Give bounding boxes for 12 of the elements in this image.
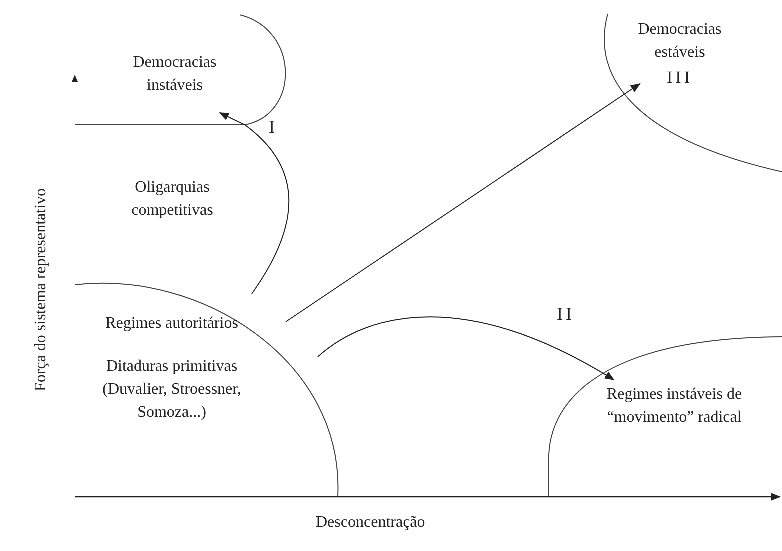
x-axis-title: Desconcentração <box>316 513 426 533</box>
region-name: Regimes instáveis de “movimento” radical <box>606 385 744 428</box>
region-name: Regimes autoritários <box>106 314 238 334</box>
region-note: III <box>667 67 693 89</box>
arrow <box>318 316 615 380</box>
region-name: Democracias estáveis <box>637 20 723 63</box>
region-name: Democracias instáveis <box>132 53 218 96</box>
y-axis-title: Força do sistema representativo <box>32 188 51 392</box>
arrow <box>219 112 290 294</box>
region-note: Ditaduras primitivas (Duvalier, Stroessner, Somoza...) <box>102 357 242 423</box>
region-name: Oligarquias competitivas <box>130 178 214 221</box>
arrow <box>286 83 641 322</box>
